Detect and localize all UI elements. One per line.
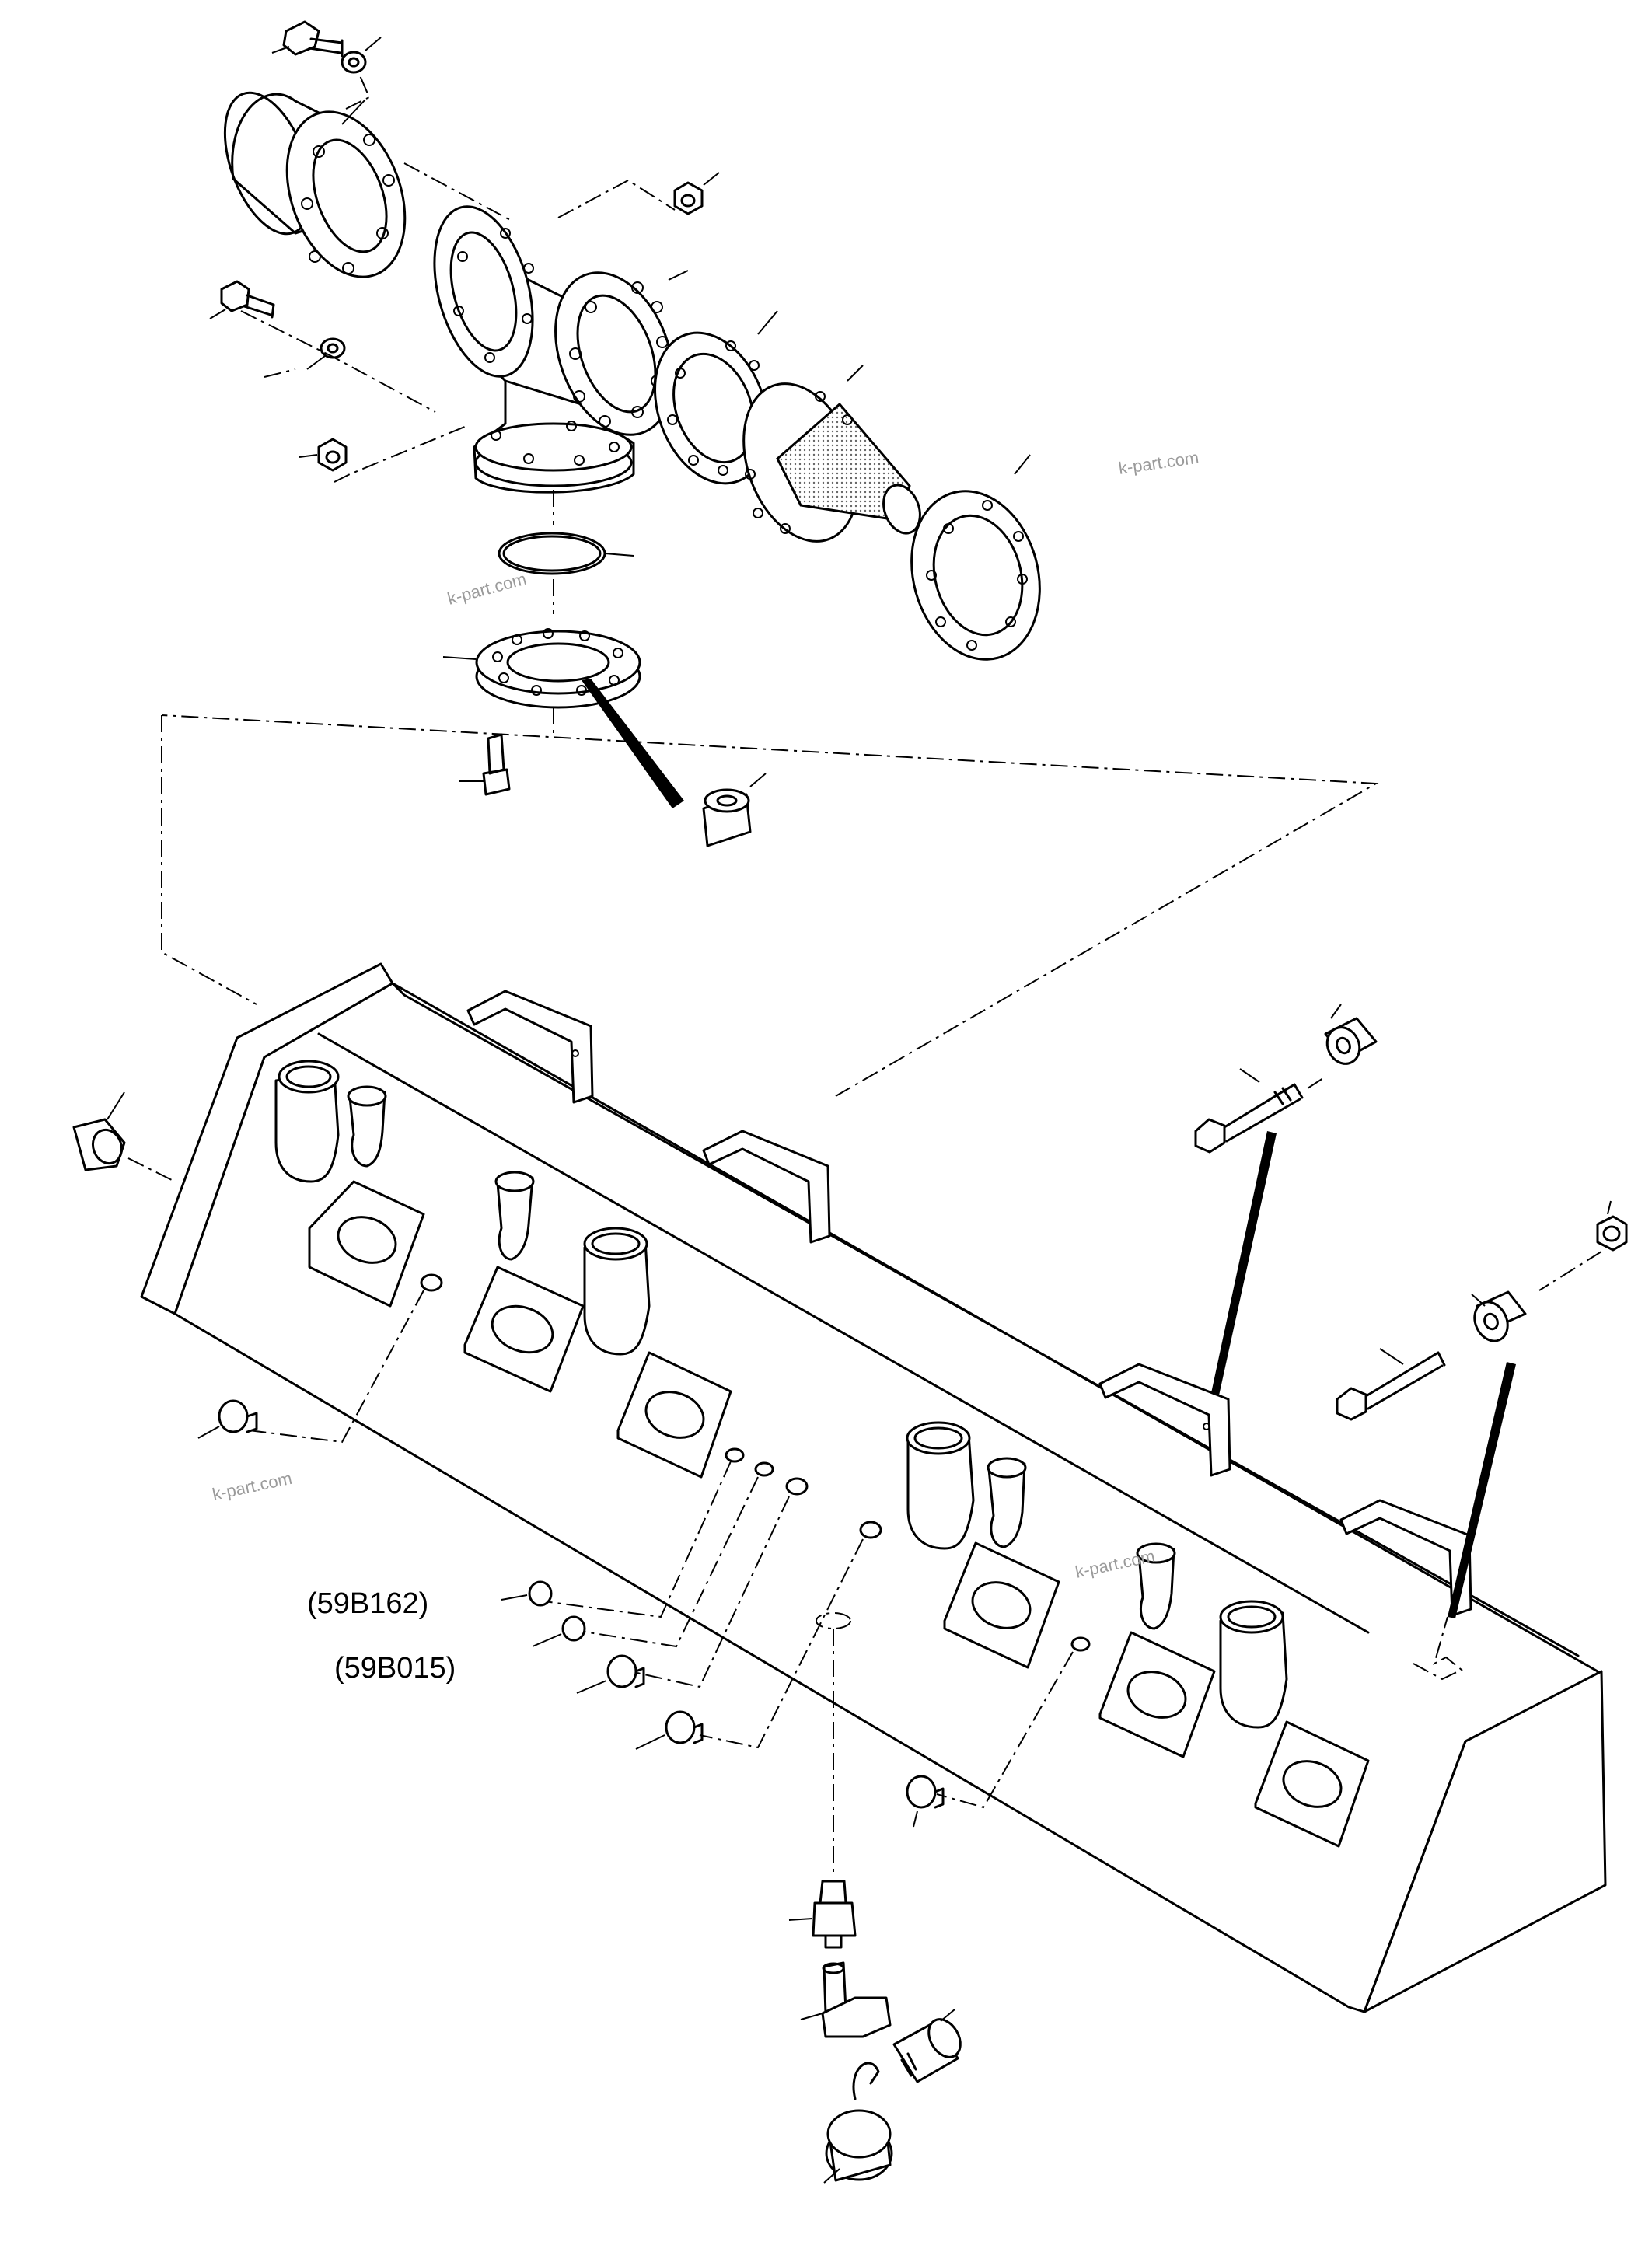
ref-label-59b015: (59B015) <box>334 1652 456 1685</box>
manifold-housing <box>140 962 1607 2013</box>
drain-nipple <box>892 2009 962 2083</box>
bolt-right <box>1336 1348 1446 1421</box>
screw-plug-5 <box>635 1710 704 1750</box>
elbow-4 <box>583 1227 651 1356</box>
washer-mid-left <box>306 337 346 370</box>
small-cap-1 <box>248 1273 443 1444</box>
pad-3 <box>616 1351 732 1479</box>
elbow-3 <box>494 1171 535 1261</box>
bracket-1 <box>466 990 594 1104</box>
spacer-right <box>1471 1290 1527 1342</box>
bracket-3 <box>1098 1363 1231 1477</box>
leader-arrow-bolt-1 <box>1211 1131 1277 1395</box>
screw-plug-3 <box>532 1615 586 1647</box>
washer-top <box>341 37 382 74</box>
pad-1 <box>308 1180 425 1308</box>
leader-arrow-bolt-2 <box>1448 1362 1516 1618</box>
elbow-6 <box>987 1457 1027 1548</box>
spacer-upper-right <box>1324 1004 1378 1065</box>
bolt-under-flange <box>459 733 511 796</box>
elbow-7 <box>1136 1542 1176 1630</box>
assembly-leader-dashed <box>161 714 1379 1097</box>
nut-upper-right <box>673 172 720 215</box>
bracket-2 <box>702 1130 831 1244</box>
elbow-8 <box>1219 1600 1288 1729</box>
pad-5 <box>1098 1631 1216 1758</box>
watermark-3: k-part.com <box>211 1468 294 1504</box>
pad-4 <box>943 1541 1060 1669</box>
tee-pipe <box>433 205 689 494</box>
drain-elbow <box>800 1961 892 2038</box>
leader-arrow-plug <box>582 679 684 808</box>
pad-2 <box>463 1266 585 1393</box>
small-caps-row <box>543 1447 1091 1809</box>
gasket-lower-right <box>910 454 1041 661</box>
plug-upper <box>702 773 767 847</box>
elbow-2 <box>347 1085 387 1168</box>
screw-plug-1 <box>197 1399 258 1439</box>
elbow-1 <box>274 1060 340 1183</box>
nut-right <box>1596 1200 1628 1252</box>
elbow-5 <box>906 1421 975 1550</box>
bolt-upper-right <box>1194 1068 1304 1154</box>
pad-6 <box>1254 1720 1370 1848</box>
watermark-1: k-part.com <box>1117 448 1200 478</box>
o-ring <box>498 532 634 575</box>
bolt-mid-left <box>209 280 275 319</box>
bolt-top <box>271 20 344 58</box>
strainer-cone <box>742 365 921 543</box>
plug-left <box>72 1091 176 1182</box>
screw-plug-6 <box>906 1775 945 1828</box>
screw-plug-4 <box>576 1654 645 1694</box>
flange-lower <box>442 628 641 709</box>
flex-coupling <box>223 91 407 278</box>
ref-label-59b162: (59B162) <box>307 1587 428 1620</box>
drain-adapter <box>788 1880 857 1949</box>
screw-plug-2 <box>501 1580 553 1607</box>
nut-mid-left <box>299 438 348 472</box>
watermark-2: k-part.com <box>445 569 529 609</box>
drain-cap <box>823 2062 893 2184</box>
drain-hole <box>816 1612 851 1629</box>
hidden-bolt-slot <box>1413 1616 1463 1681</box>
